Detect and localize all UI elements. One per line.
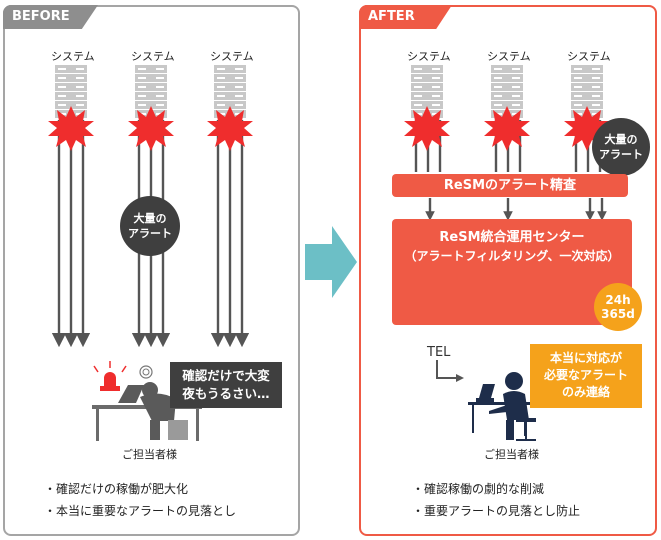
tel-label: TEL <box>427 345 451 360</box>
system-label: システム <box>487 50 531 63</box>
system-label: システム <box>210 50 254 63</box>
system-label: システム <box>407 50 451 63</box>
alert-scrutiny-bar: ReSMのアラート精査 <box>392 174 628 197</box>
after-tab: AFTER <box>359 5 452 29</box>
transition-arrow <box>305 226 357 298</box>
contact-callout: 本当に対応が 必要なアラート のみ連絡 <box>530 344 642 408</box>
callout-line: 本当に対応が <box>549 351 622 365</box>
system-label: システム <box>51 50 95 63</box>
availability-badge: 24h 365d <box>594 283 642 331</box>
after-bullet: ・確認稼働の劇的な削減 <box>412 482 545 496</box>
before-panel: BEFORE <box>3 5 300 536</box>
alarm-bubble-line: アラート <box>128 227 172 240</box>
before-bullet: ・確認だけの稼働が肥大化 <box>44 482 189 496</box>
after-panel: AFTER <box>359 5 657 536</box>
speech-line: 夜もうるさい… <box>182 386 270 401</box>
person-label: ご担当者様 <box>122 448 177 461</box>
callout-line: のみ連絡 <box>561 385 610 399</box>
before-tab: BEFORE <box>3 5 98 29</box>
before-bullet: ・本当に重要なアラートの見落とし <box>44 504 237 518</box>
callout-line: 必要なアラート <box>543 368 628 382</box>
alarm-bubble-line: 大量の <box>604 133 638 146</box>
badge-line: 24h <box>605 293 631 307</box>
alarm-bubble-line: 大量の <box>133 212 167 225</box>
system-label: システム <box>567 50 611 63</box>
alarm-volume-bubble: 大量の アラート <box>592 118 650 176</box>
person-label: ご担当者様 <box>484 448 539 461</box>
center-subtitle: （アラートフィルタリング、一次対応） <box>404 249 620 263</box>
badge-line: 365d <box>601 307 635 321</box>
alarm-bubble-line: アラート <box>599 148 643 161</box>
after-bullet: ・重要アラートの見落とし防止 <box>412 504 581 518</box>
center-title: ReSM統合運用センター <box>439 230 585 245</box>
speech-line: 確認だけで大変 <box>182 368 270 383</box>
system-label: システム <box>131 50 175 63</box>
complaint-speech-bubble: 確認だけで大変 夜もうるさい… <box>170 362 282 408</box>
operations-center-box: ReSM統合運用センター （アラートフィルタリング、一次対応） <box>392 219 632 325</box>
alarm-volume-bubble: 大量の アラート <box>120 196 180 256</box>
calm-worker-illustration <box>468 372 536 441</box>
stressed-worker-illustration <box>92 361 202 441</box>
